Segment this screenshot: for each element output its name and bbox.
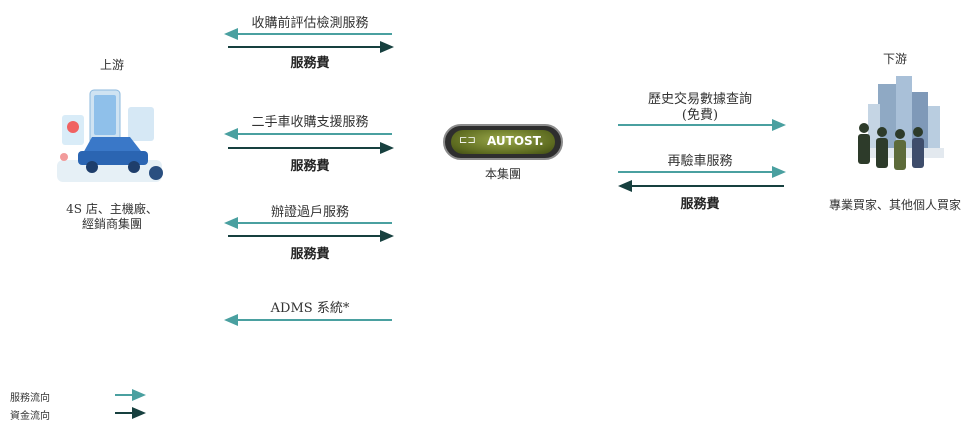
upstream-title: 上游	[99, 58, 125, 72]
left-flow-4-service: ADMS 系統*	[270, 301, 350, 316]
left-flow-1-fee: 服務費	[290, 56, 330, 71]
legend-money-label: 資金流向	[10, 411, 50, 422]
company-logo: ⊏⊐ AUTOST.	[443, 124, 563, 160]
left-flow-2-fee: 服務費	[290, 159, 330, 174]
left-flow-1-service: 收購前評估檢測服務	[251, 16, 369, 31]
right-flow-2-fee: 服務費	[680, 197, 720, 212]
downstream-title: 下游	[882, 52, 908, 66]
right-flow-1-service-line1: 歷史交易數據查詢	[647, 92, 753, 107]
logo-car-icon: ⊏⊐	[459, 135, 476, 146]
left-flow-2-service: 二手車收購支援服務	[251, 115, 369, 130]
logo-text: AUTOST.	[487, 134, 544, 148]
upstream-name-line2: 經銷商集團	[81, 217, 143, 231]
left-flow-3-service: 辦證過戶服務	[270, 205, 350, 220]
legend-service-label: 服務流向	[10, 393, 50, 404]
upstream-illustration-icon	[57, 89, 163, 182]
left-flow-3-fee: 服務費	[290, 247, 330, 262]
downstream-name: 專業買家、其他個人買家	[828, 198, 962, 212]
downstream-illustration-icon	[858, 76, 944, 170]
center-name: 本集團	[484, 167, 522, 181]
right-flow-2-service: 再驗車服務	[667, 154, 733, 169]
right-flow-1-service-line2: (免費)	[681, 108, 719, 123]
upstream-name-line1: 4S 店、主機廠、	[66, 202, 158, 216]
